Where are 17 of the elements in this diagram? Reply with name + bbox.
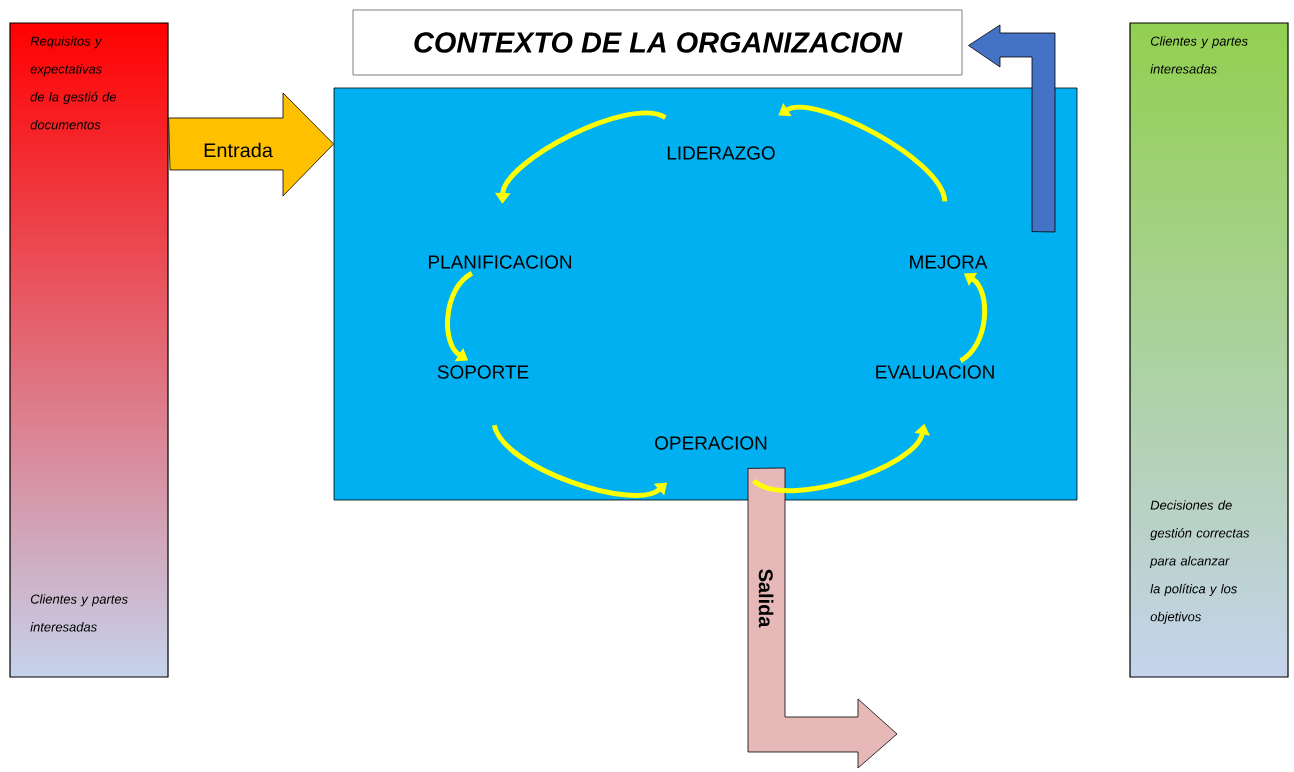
step-label: MEJORA: [910, 255, 988, 269]
curved-arrow: [959, 272, 988, 363]
step-label: LIDERAZGO: [667, 146, 775, 160]
step-label: EVALUACION: [876, 365, 994, 379]
curved-arrow: [445, 271, 474, 362]
process-box: [333, 87, 1078, 501]
title-box: CONTEXTO DE LA ORGANIZACION: [352, 9, 963, 76]
block-arrow: [747, 467, 898, 769]
edge-label: Entrada: [204, 142, 273, 158]
step-label: PLANIFICACION: [429, 255, 572, 269]
block-arrow: [968, 24, 1056, 233]
side-panel: Requisitos y expectativas de la gestió de documentos Clientes y partes interesadas: [9, 22, 169, 678]
block-arrow: [168, 92, 334, 197]
side-panel: Clientes y partes interesadas Decisiones de gestión correctas para alcanzar la política y los objetivos: [1129, 22, 1289, 678]
step-label: OPERACION: [655, 436, 767, 450]
edge-label: Salida: [758, 569, 774, 628]
step-label: SOPORTE: [437, 365, 529, 379]
